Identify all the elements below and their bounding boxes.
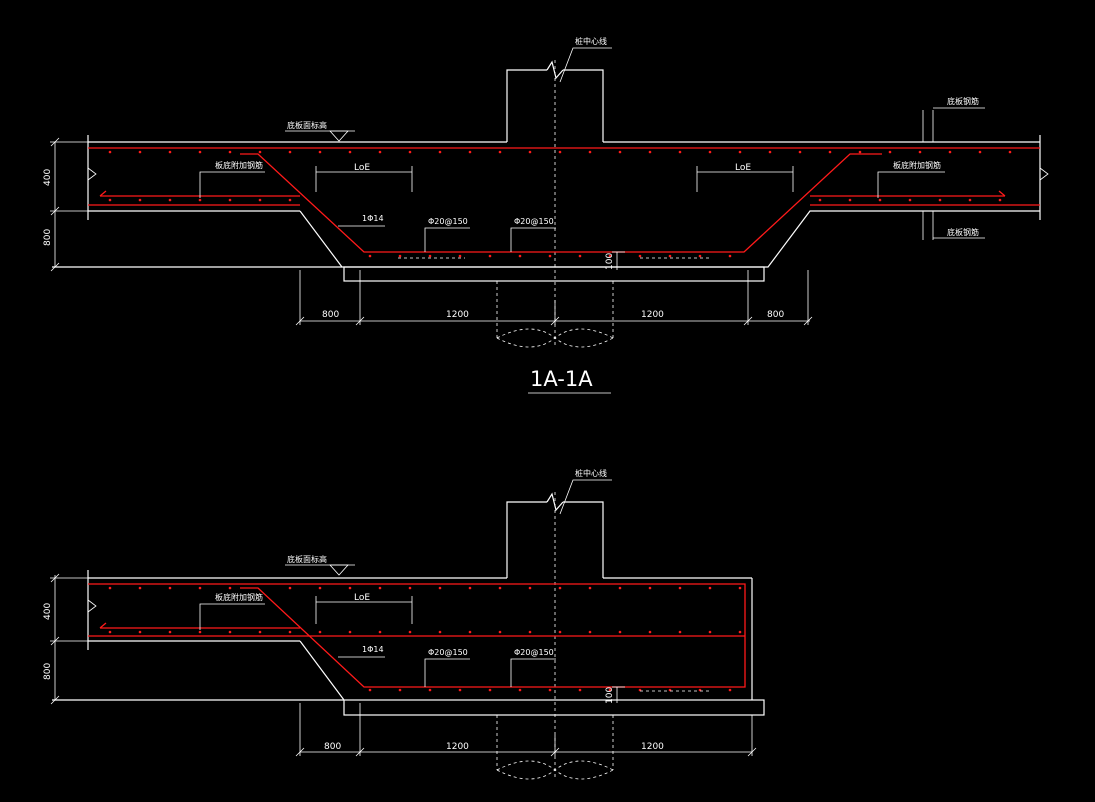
loe-label-right-1: LoE [735,163,751,173]
slab-top-label-1: 底板面标高 [287,120,327,130]
dim-800-right-1: 800 [767,310,784,320]
horizontal-dims-1 [295,270,813,326]
add-rebar-label-left-2: 板底附加钢筋 [215,592,263,602]
loe-label-left-2: LoE [354,593,370,603]
bar-1d14-label-2: 1Φ14 [362,645,384,654]
dim-1200-right-2: 1200 [641,742,664,752]
rebar-1 [88,147,1040,253]
pile-center-label-1: 桩中心线 [575,36,607,46]
pile-center-label-2: 桩中心线 [575,468,607,478]
rebar-2 [88,583,746,688]
slab-outline-1 [52,135,1049,268]
pile-center-leader-2 [559,479,612,515]
section-1: 桩中心线 [43,36,1049,394]
horizontal-dims-2 [295,703,757,757]
slab-top-label-2: 底板面标高 [287,554,327,564]
dim-1200-left-2: 1200 [446,742,469,752]
slab-top-marker-2 [285,564,355,576]
column-2 [506,492,604,578]
loe-dim-right-1 [696,166,794,192]
column-1 [506,60,604,142]
add-rebar-leader-left-2 [199,603,265,630]
dim-100-2: 100 [605,687,615,704]
add-rebar-leader-left-1 [199,171,265,198]
pile-center-leader-1 [559,47,612,83]
loe-label-left-1: LoE [354,163,370,173]
vertical-dims-2 [50,573,88,705]
add-rebar-label-left-1: 板底附加钢筋 [215,160,263,170]
section-2: 桩中心线 [43,468,765,780]
rebar-dots-2 [108,586,742,692]
add-rebar-label-right-1: 板底附加钢筋 [893,160,941,170]
slab-top-marker-1 [285,130,355,142]
loe-dim-left-1 [315,166,413,192]
dim-1200-left-1: 1200 [446,310,469,320]
dim-100-1: 100 [605,253,615,270]
dim-400-2: 400 [43,603,53,620]
cushion-2 [343,699,765,716]
dim-800-left-1: 800 [322,310,339,320]
slab-outline-2 [52,570,753,701]
bar-d20-label-b-2: Φ20@150 [514,648,554,657]
bar-d20-label-a-2: Φ20@150 [428,648,468,657]
section-title-1: 1A-1A [530,367,593,391]
dim-800-vertical-2: 800 [43,663,53,680]
loe-dim-left-2 [315,596,413,624]
vertical-dims-1 [50,137,88,272]
dim-800-left-2: 800 [324,742,341,752]
bar-d20-label-a-1: Φ20@150 [428,217,468,226]
slab-rebar-label-top-1: 底板钢筋 [947,96,979,106]
add-rebar-leader-right-1 [877,171,945,198]
cushion-1 [343,266,765,282]
dim-1200-right-1: 1200 [641,310,664,320]
rebar-dots-1 [108,150,1012,258]
slab-rebar-label-bottom-1: 底板钢筋 [947,227,979,237]
bar-d20-label-b-1: Φ20@150 [514,217,554,226]
pile-2 [496,715,614,780]
pile-1 [496,281,614,348]
dim-400-1: 400 [43,169,53,186]
bar-1d14-label-1: 1Φ14 [362,214,384,223]
dim-800-vertical-1: 800 [43,229,53,246]
